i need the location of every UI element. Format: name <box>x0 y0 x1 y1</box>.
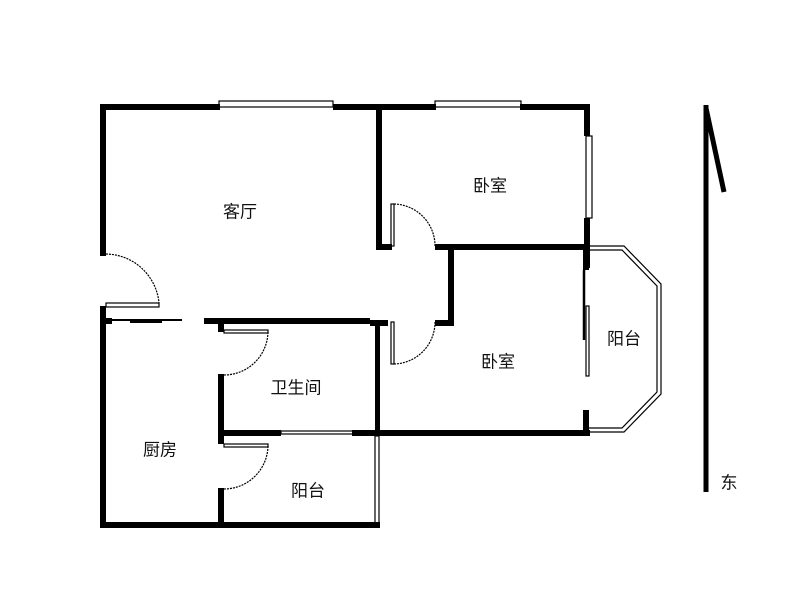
room-label-bathroom: 卫生间 <box>270 378 322 399</box>
room-label-bedroom-north: 卧室 <box>473 176 507 197</box>
windows <box>218 100 593 525</box>
room-label-balcony-east: 阳台 <box>607 329 641 350</box>
room-label-balcony-south: 阳台 <box>291 481 325 502</box>
bay-balcony <box>582 245 662 433</box>
doors <box>105 203 436 490</box>
walls <box>100 104 590 528</box>
room-label-bedroom-south: 卧室 <box>481 352 515 373</box>
room-label-living: 客厅 <box>223 202 257 223</box>
compass-arrow-icon <box>703 105 727 492</box>
room-label-kitchen: 厨房 <box>143 440 177 461</box>
compass-direction-label: 东 <box>720 473 738 494</box>
